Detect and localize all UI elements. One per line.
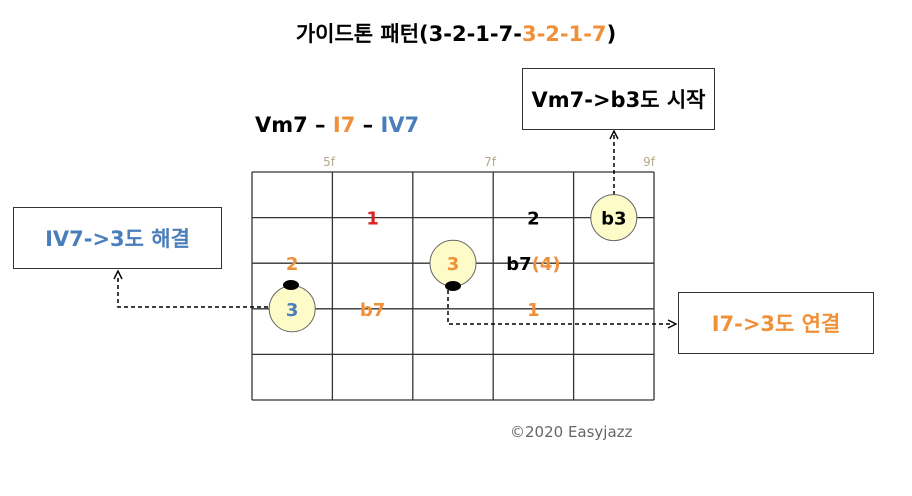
title-suffix: ) (606, 22, 617, 46)
note-label: 3 (286, 300, 299, 321)
arrow-iv7-connector (118, 275, 275, 308)
title-highlight: 3-2-1-7 (521, 22, 607, 46)
callout-vm7-box: Vm7->b3도 시작 (522, 68, 715, 130)
note-label: b7(4) (506, 254, 560, 275)
copyright-text: ©2020 Easyjazz (510, 423, 633, 441)
note-degree: 1 (527, 300, 540, 321)
page-title: 가이드톤 패턴(3-2-1-7-3-2-1-7) (0, 18, 912, 48)
callout-i7-box: I7->3도 연결 (678, 292, 874, 354)
fret-label-5: 5f (323, 155, 336, 169)
fret-label-7: 7f (484, 155, 497, 169)
note-degree: 1 (366, 209, 379, 230)
note-highlight-circle (590, 194, 638, 242)
title-prefix: 가이드톤 패턴(3-2-1-7- (295, 22, 522, 46)
chord-vm7: Vm7 (255, 113, 308, 137)
chord-progression: Vm7 – I7 – IV7 (255, 113, 419, 137)
note-label: b3 (601, 209, 626, 230)
chord-i7: I7 (332, 113, 356, 137)
chord-separator: – (355, 113, 381, 137)
callout-i7-text: I7->3도 연결 (711, 312, 841, 336)
callout-iv7-text: IV7->3도 해결 (45, 227, 190, 251)
fret-labels: 5f 7f 9f (323, 155, 656, 169)
fret-label-9: 9f (643, 155, 656, 169)
finger-marker-dot (445, 281, 461, 291)
note-degree: 3 (447, 254, 460, 275)
note-degree: b3 (601, 209, 626, 230)
finger-marker-dot (283, 280, 299, 290)
finger-markers (283, 280, 461, 291)
note-degree: b7 (506, 254, 531, 275)
arrow-i7-connector (447, 290, 672, 324)
chord-separator: – (307, 113, 333, 137)
note-degree-alt: (4) (532, 254, 561, 275)
note-degree: 3 (286, 300, 299, 321)
note-degree: 2 (527, 209, 540, 230)
chord-iv7: IV7 (380, 113, 420, 137)
callout-vm7-text: Vm7->b3도 시작 (531, 88, 706, 112)
note-label: 1 (527, 300, 540, 321)
callout-iv7-box: IV7->3도 해결 (13, 207, 222, 269)
note-label: 3 (447, 254, 460, 275)
note-label: 2 (286, 254, 299, 275)
note-degree: 2 (286, 254, 299, 275)
note-degree: b7 (360, 300, 385, 321)
connector-arrows (118, 135, 672, 324)
note-label: 2 (527, 209, 540, 230)
note-label: 1 (366, 209, 379, 230)
note-label: b7 (360, 300, 385, 321)
